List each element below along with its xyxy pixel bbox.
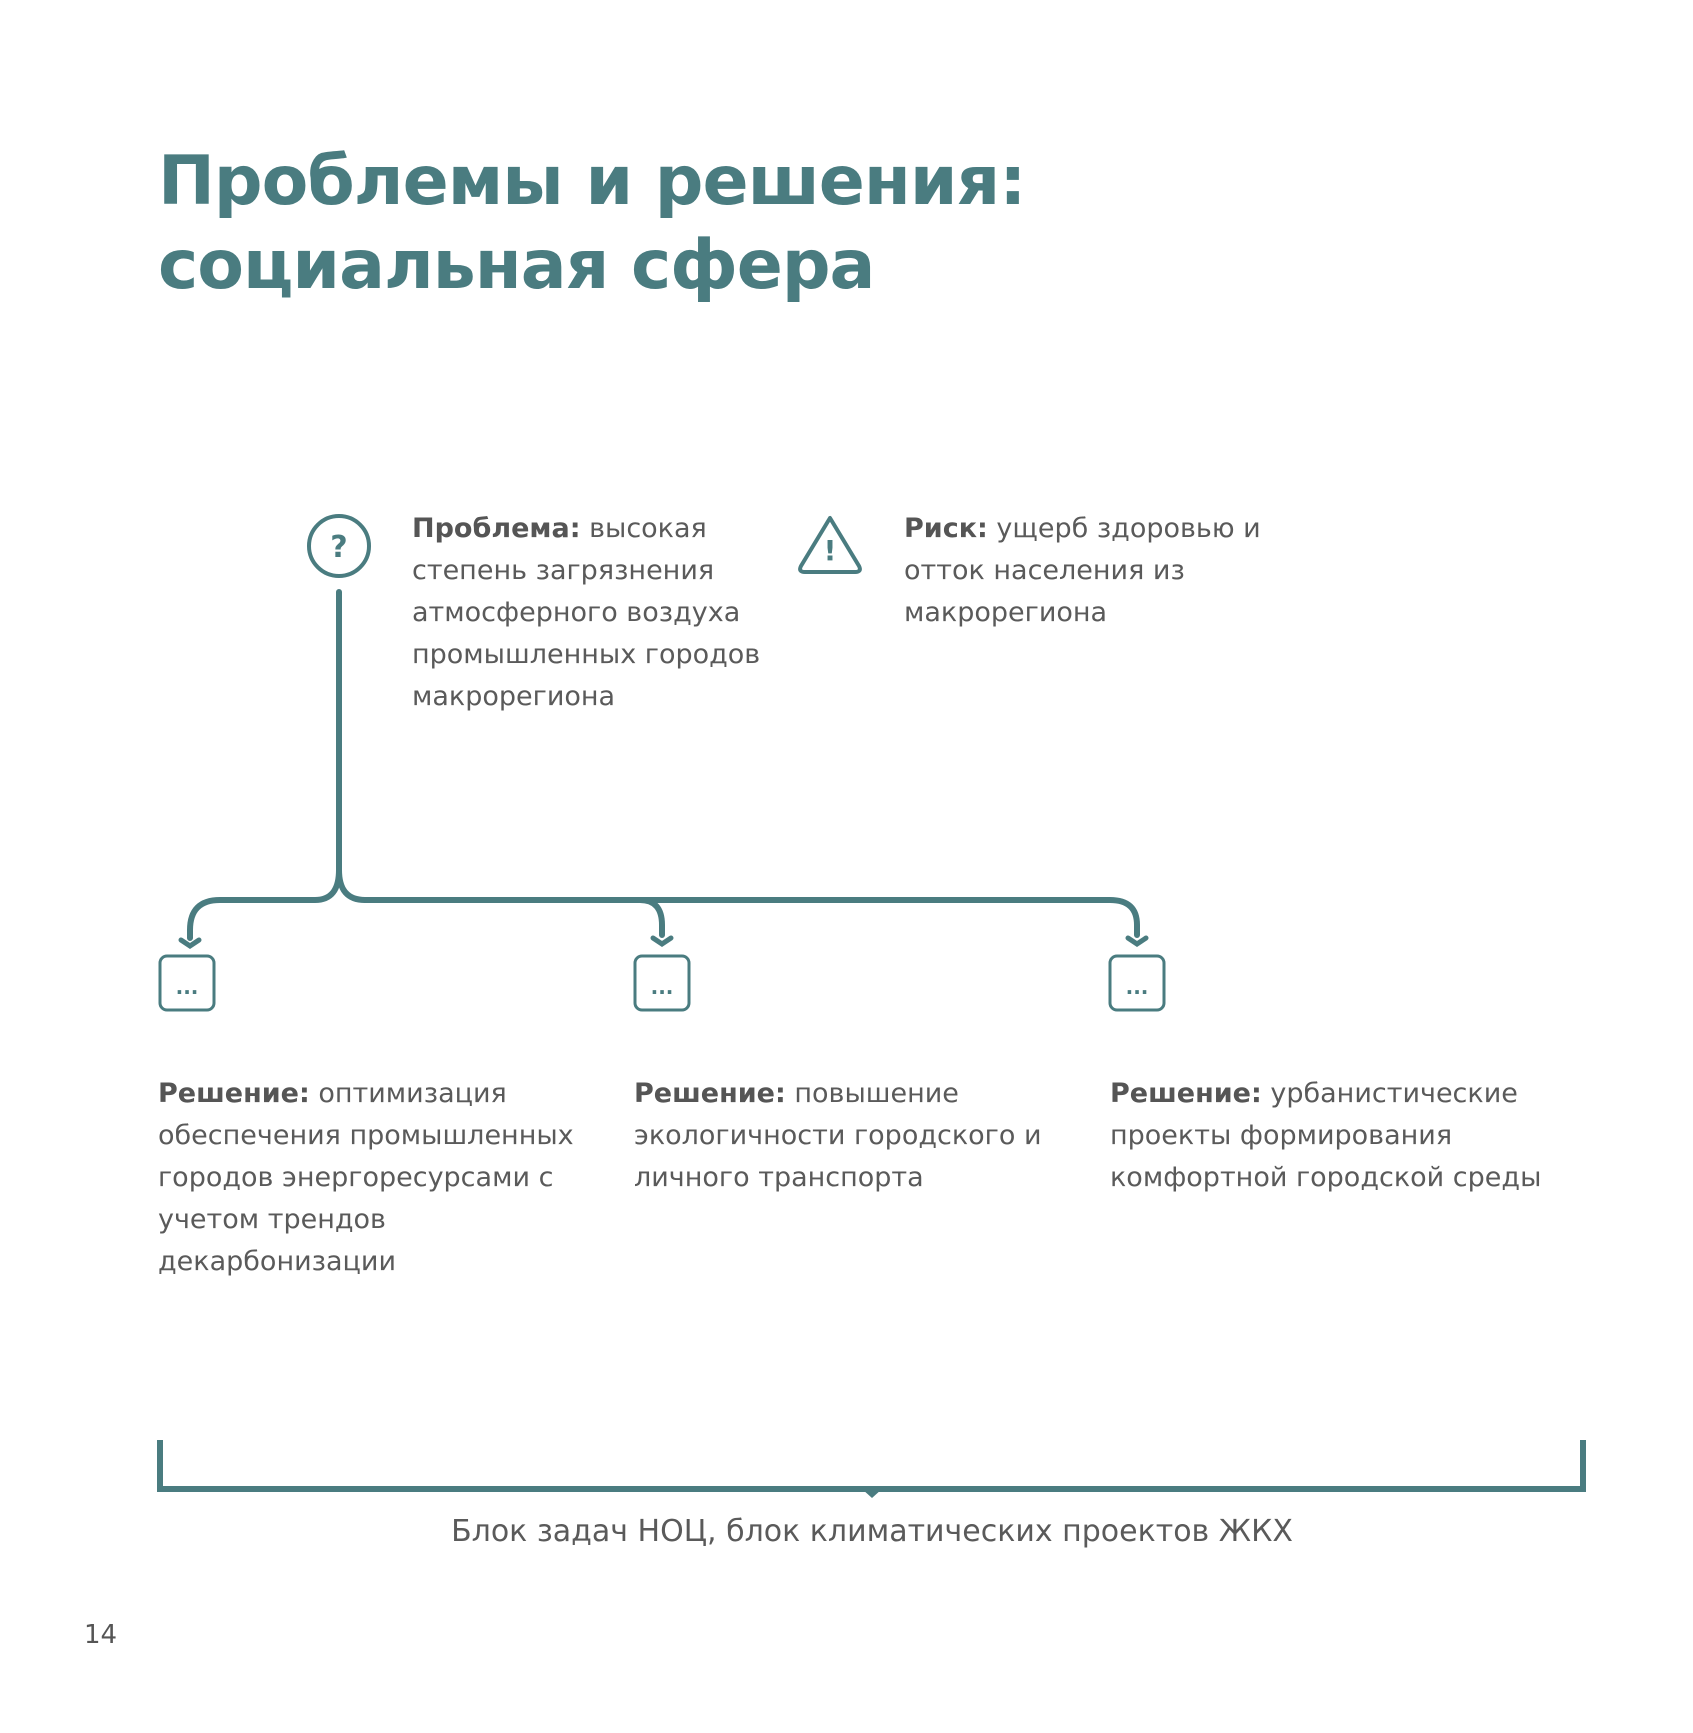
ellipsis-box-text: ...: [651, 975, 674, 999]
solution-text: Решение: оптимизация обеспечения промышл…: [158, 1073, 578, 1283]
svg-text:?: ?: [330, 530, 347, 565]
title-line-1: Проблемы и решения:: [158, 142, 1026, 221]
risk-text: Риск: ущерб здоровью и отток населения и…: [904, 508, 1284, 634]
problem-description: высокая степень загрязнения атмосферного…: [412, 513, 761, 712]
ellipsis-box-icon: ...: [1108, 954, 1166, 1012]
bracket-notch: [862, 1489, 882, 1498]
ellipsis-box-icon: ...: [158, 954, 216, 1012]
solution-text: Решение: повышение экологичности городск…: [634, 1073, 1054, 1199]
solution-label: Решение:: [158, 1078, 310, 1109]
solution-label: Решение:: [1110, 1078, 1262, 1109]
risk-description: ущерб здоровью и отток населения из макр…: [904, 513, 1261, 628]
problem-text: Проблема: высокая степень загрязнения ат…: [412, 508, 772, 718]
title-line-2: социальная сфера: [158, 226, 875, 305]
ellipsis-box-icon: ...: [633, 954, 691, 1012]
solution-label: Решение:: [634, 1078, 786, 1109]
arrow-heads: [178, 935, 1149, 950]
svg-text:!: !: [824, 534, 837, 567]
bottom-bracket: [157, 1440, 1586, 1492]
page-number: 14: [84, 1620, 118, 1650]
solution-text: Решение: урбанистические проекты формиро…: [1110, 1073, 1570, 1199]
ellipsis-box-text: ...: [1126, 975, 1149, 999]
problem-label: Проблема:: [412, 513, 581, 544]
solution-description: урбанистические проекты формирования ком…: [1110, 1078, 1542, 1193]
risk-label: Риск:: [904, 513, 988, 544]
footer-block-label: Блок задач НОЦ, блок климатических проек…: [451, 1514, 1293, 1549]
ellipsis-box-text: ...: [176, 975, 199, 999]
solution-description: повышение экологичности городского и лич…: [634, 1078, 1042, 1193]
question-circle-icon: ?: [307, 514, 371, 578]
solution-description: оптимизация обеспечения промышленных гор…: [158, 1078, 574, 1277]
page-title: Проблемы и решения: социальная сфера: [158, 140, 1026, 308]
warning-triangle-icon: !: [798, 516, 862, 574]
connector-lines: [187, 589, 1140, 941]
